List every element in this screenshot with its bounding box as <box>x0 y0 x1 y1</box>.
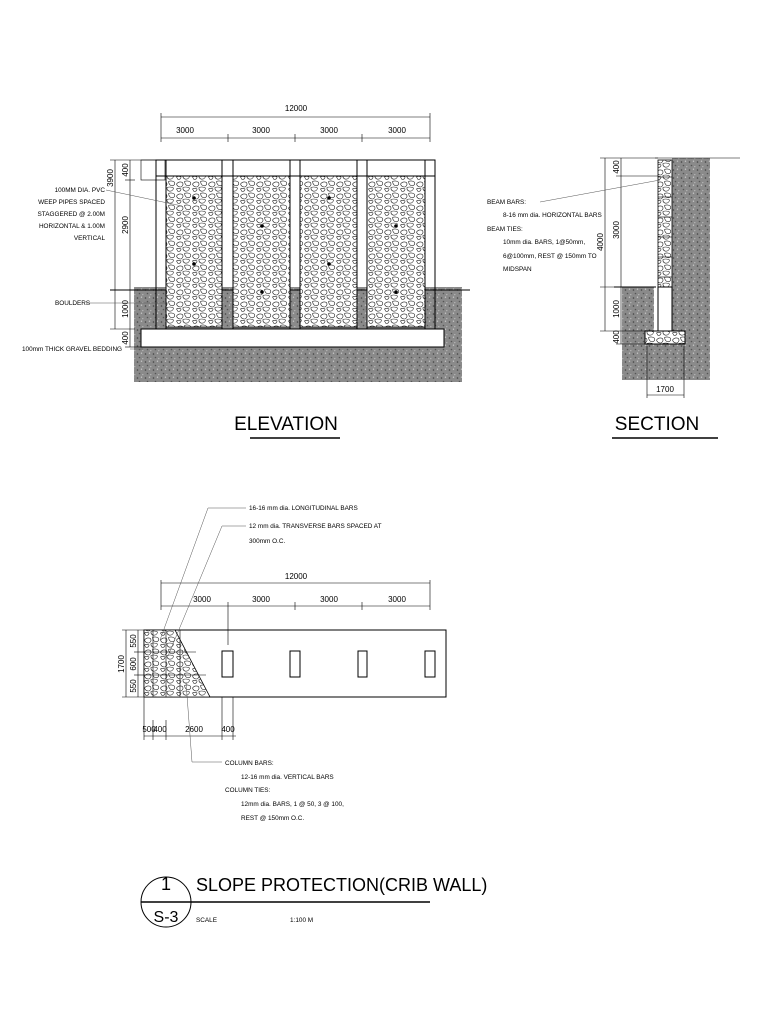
plan-column <box>289 650 301 678</box>
dimension-row: 550 <box>129 679 138 693</box>
title-block: 1 S-3 SLOPE PROTECTION(CRIB WALL) SCALE … <box>140 874 487 928</box>
dimension-total: 12000 <box>285 104 308 113</box>
section-title: SECTION <box>615 414 699 435</box>
svg-text:BEAM BARS:: BEAM BARS: <box>487 199 526 206</box>
dimension-low: 1000 <box>121 300 130 318</box>
svg-text:12 mm dia. TRANSVERSE BARS SPA: 12 mm dia. TRANSVERSE BARS SPACED AT <box>249 523 382 530</box>
svg-text:10mm dia. BARS, 1@50mm,: 10mm dia. BARS, 1@50mm, <box>503 239 585 246</box>
dimension-overall: 4000 <box>596 233 605 251</box>
section-bottom-dimension: 1700 <box>646 346 685 398</box>
dimension-footing-width: 1700 <box>656 385 674 394</box>
dimension-mid: 3000 <box>612 221 621 239</box>
dimension-bay: 3000 <box>320 126 338 135</box>
gravel-bedding <box>140 328 445 348</box>
dimension-row: 600 <box>129 657 138 671</box>
svg-text:MIDSPAN: MIDSPAN <box>503 266 532 273</box>
plan-column <box>357 650 368 678</box>
plan-column <box>424 650 436 678</box>
dimension-bay: 3000 <box>388 595 406 604</box>
svg-text:COLUMN BARS:: COLUMN BARS: <box>225 760 274 767</box>
dimension-bay: 3000 <box>388 126 406 135</box>
plan-top-dimensions: 12000 3000 3000 3000 3000 <box>160 572 431 645</box>
svg-text:WEEP PIPES SPACED: WEEP PIPES SPACED <box>38 199 105 206</box>
weep-pipes <box>192 196 398 294</box>
dimension-bay: 3000 <box>252 595 270 604</box>
dimension-total: 12000 <box>285 572 308 581</box>
sheet-reference: S-3 <box>154 909 179 926</box>
boulder-fill <box>366 175 426 328</box>
gravel-bedding-label: 100mm THICK GRAVEL BEDDING <box>22 346 122 353</box>
boulder-fill <box>299 175 358 328</box>
section-base-column <box>657 286 673 333</box>
dimension-base: 400 <box>612 330 621 344</box>
section-footing <box>644 330 686 345</box>
svg-text:300mm O.C.: 300mm O.C. <box>249 538 285 545</box>
dimension-bottom: 500 <box>142 725 156 734</box>
weep-pipe-note: 100MM DIA. PVC WEEP PIPES SPACED STAGGER… <box>38 187 183 242</box>
dimension-bay: 3000 <box>252 126 270 135</box>
dimension-mid: 2900 <box>121 216 130 234</box>
beam-bar-notes: BEAM BARS: 8-16 mm dia. HORIZONTAL BARS … <box>487 179 661 273</box>
svg-text:12mm dia. BARS, 1 @ 50, 3 @ 10: 12mm dia. BARS, 1 @ 50, 3 @ 100, <box>241 801 344 808</box>
boulders-label: BOULDERS <box>55 300 90 307</box>
drawing-title: SLOPE PROTECTION(CRIB WALL) <box>196 875 487 895</box>
crib-top-beam <box>155 159 436 177</box>
elevation-top-dimensions: 12000 3000 3000 3000 3000 <box>160 104 431 142</box>
svg-text:12-16 mm dia. VERTICAL BARS: 12-16 mm dia. VERTICAL BARS <box>241 774 334 781</box>
elevation-title: ELEVATION <box>234 414 338 435</box>
scale-value: 1:100 M <box>290 917 313 924</box>
dimension-bottom: 2600 <box>185 725 203 734</box>
column-bar-notes: COLUMN BARS: 12-16 mm dia. VERTICAL BARS… <box>185 681 344 822</box>
dimension-bay: 3000 <box>320 595 338 604</box>
dimension-row: 550 <box>129 634 138 648</box>
svg-text:REST @ 150mm O.C.: REST @ 150mm O.C. <box>241 815 304 822</box>
boulder-fill <box>232 175 291 328</box>
svg-text:16-16 mm dia. LONGITUDINAL BAR: 16-16 mm dia. LONGITUDINAL BARS <box>249 505 358 512</box>
plan-crib-fill <box>143 629 211 698</box>
boulder-fill <box>165 175 223 328</box>
svg-text:100MM DIA. PVC: 100MM DIA. PVC <box>55 187 106 194</box>
svg-text:HORIZONTAL & 1.00M: HORIZONTAL & 1.00M <box>39 223 105 230</box>
drawing-number: 1 <box>161 874 171 894</box>
longitudinal-bar-notes: 16-16 mm dia. LONGITUDINAL BARS 12 mm di… <box>159 505 382 657</box>
dimension-base: 400 <box>121 331 130 345</box>
beam-end-detail <box>140 159 166 181</box>
dimension-bay: 3000 <box>176 126 194 135</box>
dimension-bottom: 400 <box>153 725 167 734</box>
svg-text:6@100mm, REST @ 150mm TO: 6@100mm, REST @ 150mm TO <box>503 253 597 260</box>
dimension-overall: 1700 <box>117 655 126 673</box>
dimension-top: 400 <box>121 163 130 177</box>
svg-text:8-16 mm dia. HORIZONTAL BARS: 8-16 mm dia. HORIZONTAL BARS <box>503 212 602 219</box>
plan-bottom-dimensions: 500 400 2600 400 <box>142 697 236 740</box>
elevation-view: 12000 3000 3000 3000 3000 3900 400 2900 … <box>22 104 470 439</box>
section-crib-stack <box>657 159 673 288</box>
svg-text:BEAM TIES:: BEAM TIES: <box>487 226 523 233</box>
dimension-top: 400 <box>612 160 621 174</box>
dimension-bottom: 400 <box>221 725 235 734</box>
svg-text:VERTICAL: VERTICAL <box>74 235 106 242</box>
dimension-bay: 3000 <box>193 595 211 604</box>
section-soil <box>622 158 710 380</box>
plan-left-dimensions: 1700 550 600 550 <box>117 629 144 698</box>
section-left-dimensions: 4000 400 3000 1000 400 <box>596 157 658 345</box>
section-view: 4000 400 3000 1000 400 1700 BEAM BARS: 8… <box>487 157 740 439</box>
elevation-left-dimensions: 3900 400 2900 1000 400 <box>106 159 160 348</box>
dimension-low: 1000 <box>612 300 621 318</box>
plan-column <box>221 650 234 678</box>
scale-label: SCALE <box>196 917 217 924</box>
svg-text:COLUMN TIES:: COLUMN TIES: <box>225 787 271 794</box>
plan-view: 12000 3000 3000 3000 3000 1700 550 600 5… <box>117 505 447 822</box>
svg-text:STAGGERED @ 2.00M: STAGGERED @ 2.00M <box>38 211 105 218</box>
dimension-overall: 3900 <box>106 169 115 187</box>
